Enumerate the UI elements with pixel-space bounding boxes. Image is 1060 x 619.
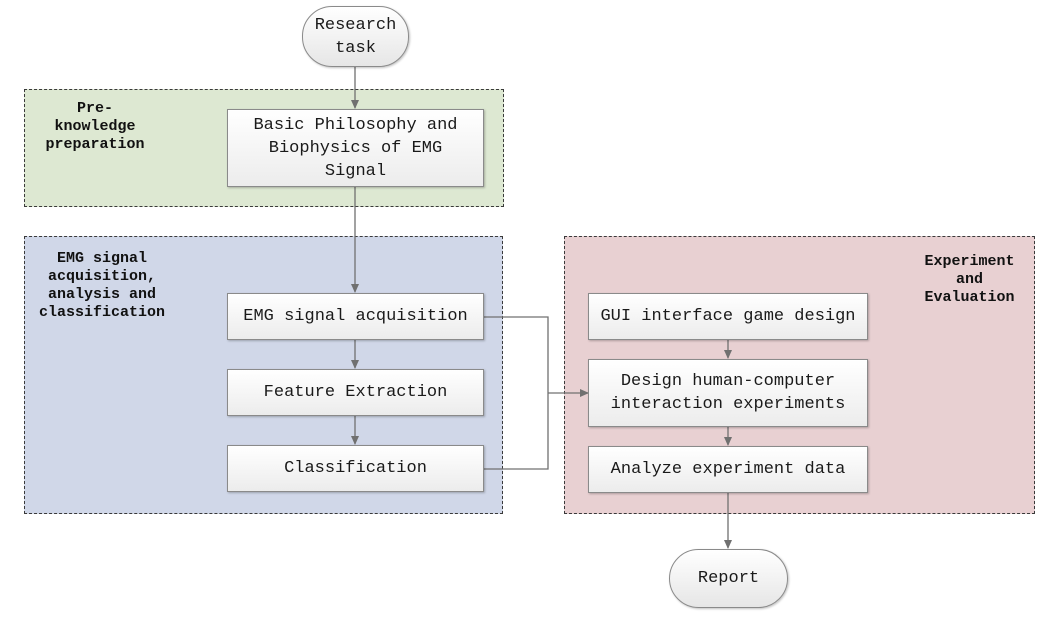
region-label-pre-knowledge: Pre- knowledge preparation <box>45 100 145 153</box>
region-label-experiment: Experiment and Evaluation <box>924 253 1015 306</box>
node-gui-design: GUI interface game design <box>588 293 868 340</box>
node-analyze-data: Analyze experiment data <box>588 446 868 493</box>
node-basic-philosophy: Basic Philosophy and Biophysics of EMG S… <box>227 109 484 187</box>
node-report: Report <box>669 549 788 608</box>
node-classification: Classification <box>227 445 484 492</box>
connector-acquisition-bracket <box>484 316 549 470</box>
node-research-task: Research task <box>302 6 409 67</box>
region-label-emg-signal: EMG signal acquisition, analysis and cla… <box>38 250 166 321</box>
node-feature-extraction: Feature Extraction <box>227 369 484 416</box>
node-emg-acquisition: EMG signal acquisition <box>227 293 484 340</box>
node-design-experiments: Design human-computer interaction experi… <box>588 359 868 427</box>
